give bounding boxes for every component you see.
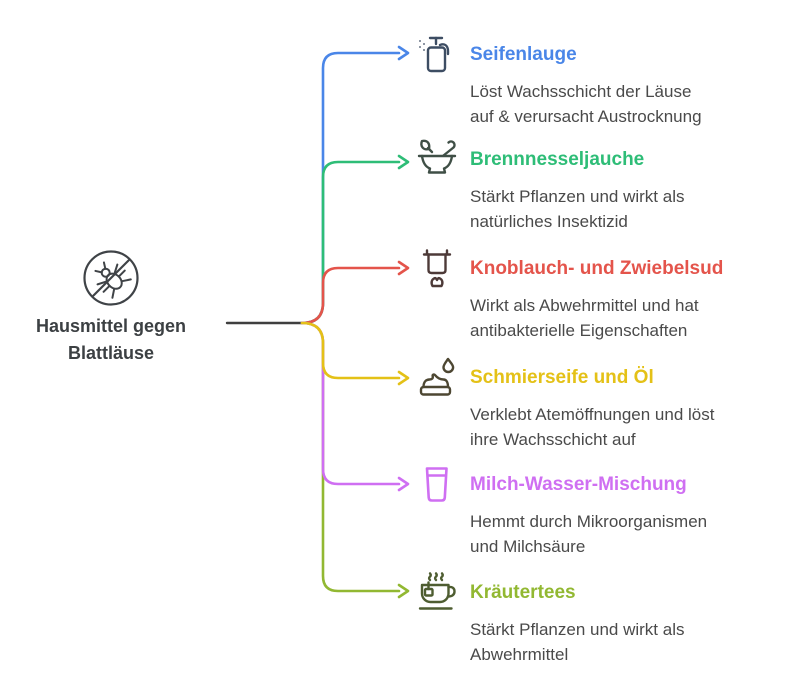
- branch-title: Schmierseife und Öl: [470, 367, 654, 388]
- tea-cup-icon: [414, 570, 460, 616]
- mortar-pestle-icon: [414, 137, 460, 183]
- branch-description: Stärkt Pflanzen und wirkt als Abwehrmitt…: [470, 617, 764, 667]
- no-aphids-icon: [82, 249, 140, 307]
- soap-and-oil-icon: [414, 355, 460, 401]
- description-line: Stärkt Pflanzen und wirkt als: [470, 187, 685, 206]
- description-line: Verklebt Atemöffnungen und löst: [470, 405, 715, 424]
- branch-title: Seifenlauge: [470, 44, 577, 65]
- branch-description: Wirkt als Abwehrmittel und hat antibakte…: [470, 293, 764, 343]
- milk-glass-icon: [414, 462, 460, 508]
- cooking-pot-icon: [414, 246, 460, 292]
- branch-description: Löst Wachsschicht der Läuse auf & verurs…: [470, 79, 764, 129]
- description-line: antibakterielle Eigenschaften: [470, 321, 688, 340]
- branch-title: Kräutertees: [470, 582, 576, 603]
- branch-title: Knoblauch- und Zwiebelsud: [470, 258, 724, 279]
- arrowhead-icon: [397, 45, 410, 61]
- description-line: ihre Wachsschicht auf: [470, 430, 636, 449]
- branch-knoblauch-zwiebelsud: Knoblauch- und Zwiebelsud Wirkt als Abwe…: [414, 249, 764, 343]
- description-line: Stärkt Pflanzen und wirkt als: [470, 620, 685, 639]
- edge-line: [300, 321, 401, 593]
- central-topic-label: Hausmittel gegen Blattläuse: [35, 316, 187, 363]
- description-line: Abwehrmittel: [470, 645, 569, 664]
- edge-line: [300, 160, 401, 325]
- branch-title: Brennnesseljauche: [470, 149, 645, 170]
- branch-description: Verklebt Atemöffnungen und löst ihre Wac…: [470, 402, 764, 452]
- edge-line: [300, 266, 401, 325]
- branch-schmierseife-oel: Schmierseife und Öl Verklebt Atemöffnung…: [414, 357, 764, 452]
- arrowhead-icon: [397, 370, 410, 386]
- edge-line: [300, 51, 401, 325]
- arrowhead-icon: [397, 583, 410, 599]
- branch-title: Milch-Wasser-Mischung: [470, 474, 687, 495]
- description-line: Wirkt als Abwehrmittel und hat: [470, 296, 699, 315]
- branch-brennnesseljauche: Brennnesseljauche Stärkt Pflanzen und wi…: [414, 139, 764, 234]
- spray-bottle-icon: [414, 32, 460, 78]
- branch-seifenlauge: Seifenlauge Löst Wachsschicht der Läuse …: [414, 36, 764, 129]
- arrowhead-icon: [397, 476, 410, 492]
- branch-description: Hemmt durch Mikroorganismen und Milchsäu…: [470, 509, 764, 559]
- arrowhead-icon: [397, 260, 410, 276]
- branch-milch-wasser-mischung: Milch-Wasser-Mischung Hemmt durch Mikroo…: [414, 467, 764, 559]
- arrowhead-icon: [397, 154, 410, 170]
- description-line: natürliches Insektizid: [470, 212, 628, 231]
- edge-line: [300, 321, 401, 380]
- description-line: auf & verursacht Austrocknung: [470, 107, 702, 126]
- description-line: Löst Wachsschicht der Läuse: [470, 82, 692, 101]
- edge-line: [300, 321, 401, 486]
- description-line: Hemmt durch Mikroorganismen: [470, 512, 708, 531]
- branch-description: Stärkt Pflanzen und wirkt als natürliche…: [470, 184, 764, 234]
- branch-kraeutertees: Kräutertees Stärkt Pflanzen und wirkt al…: [414, 572, 764, 667]
- description-line: und Milchsäure: [470, 537, 586, 556]
